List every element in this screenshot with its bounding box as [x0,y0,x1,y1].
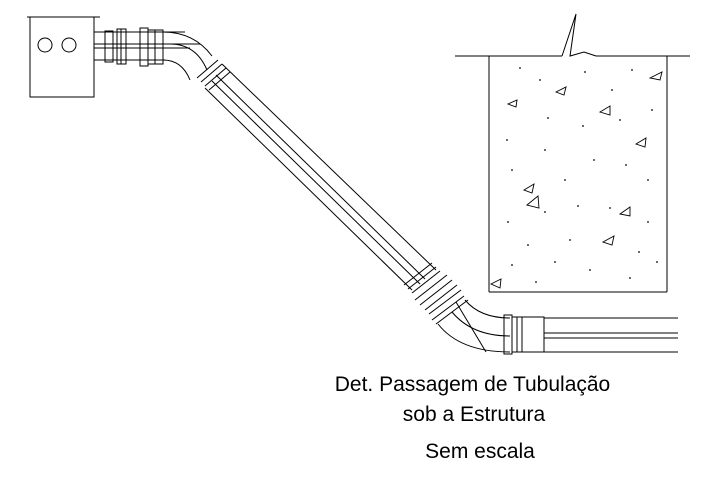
lower-elbow [437,299,511,353]
lower-horizontal-pipe [503,314,678,355]
drawing-title-line2: sob a Estrutura [402,403,546,426]
scale-note: Sem escala [425,440,535,463]
wall-box [27,16,100,98]
diagonal-coupling-lower [403,262,469,325]
aggregate-dots [506,67,658,283]
upper-elbow [162,31,213,81]
diagonal-coupling-upper [196,59,231,91]
hole-circle-right [61,37,77,53]
drawing-title-line1: Det. Passagem de Tubulação [334,373,611,396]
upper-horizontal-pipe [94,27,200,67]
aggregate-hatching [489,71,663,289]
concrete-structure [455,13,690,293]
diagonal-pipe [204,63,437,291]
hole-circle-left [37,37,53,53]
